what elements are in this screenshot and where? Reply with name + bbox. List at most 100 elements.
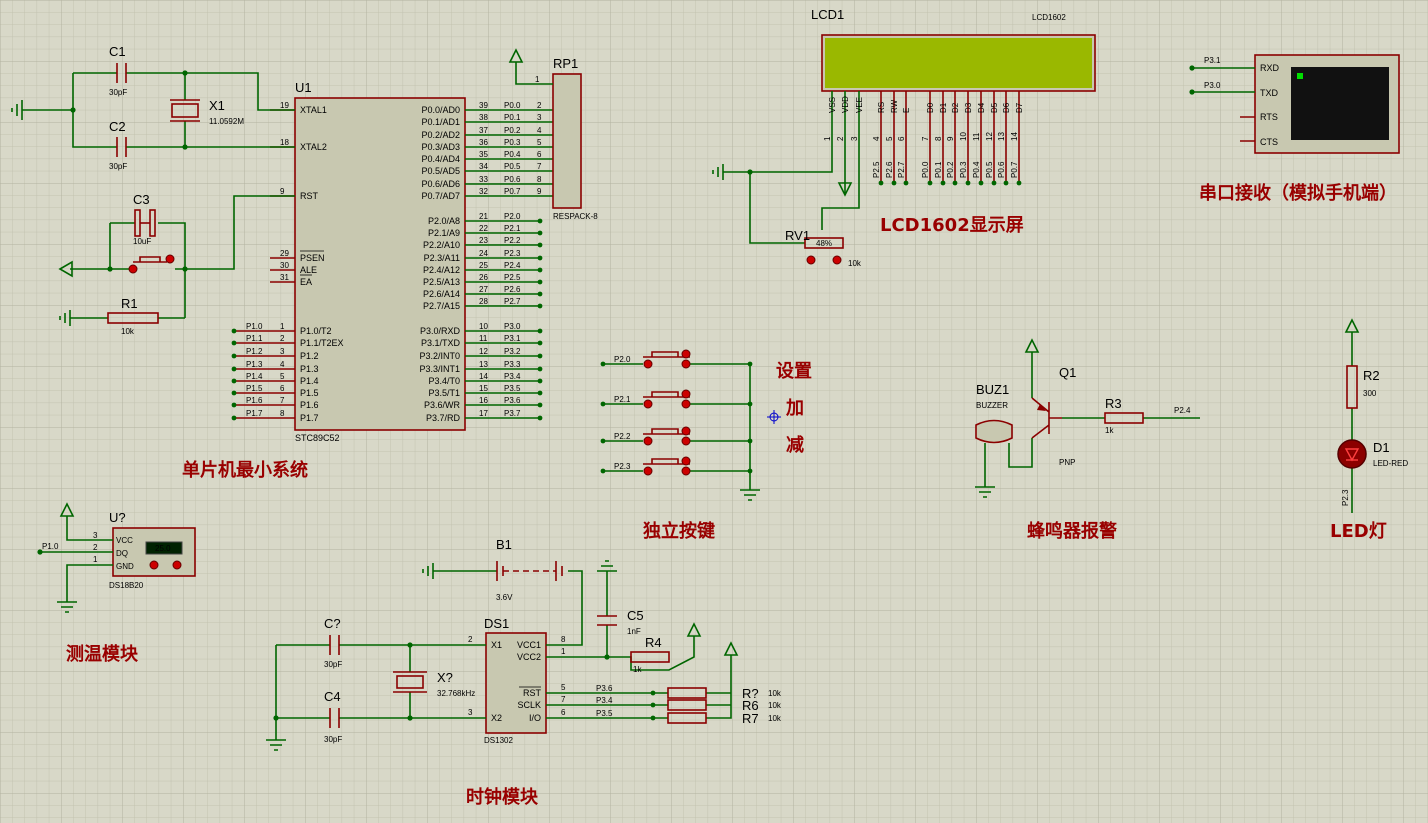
junction (747, 361, 753, 367)
u1-net-label: P1.1 (246, 334, 263, 343)
u1-pin-name: P2.7/A15 (423, 301, 460, 311)
lcd-net-label: P2.5 (872, 161, 881, 178)
ds1-ref: DS1 (484, 616, 509, 631)
d1-ref: D1 (1373, 440, 1390, 455)
c3-ref: C3 (133, 192, 150, 207)
junction (537, 378, 543, 384)
u1-pin-name: P3.5/T1 (428, 388, 460, 398)
u1-net-label: P2.7 (504, 297, 521, 306)
u1-pin-num: 24 (479, 249, 488, 258)
u1-pin-name: PSEN (300, 253, 325, 263)
lcd-pin-num: 6 (897, 136, 906, 141)
u1-pin-name: P1.4 (300, 376, 319, 386)
junction (650, 702, 656, 708)
junction (537, 303, 543, 309)
buzzer-symbol[interactable] (975, 419, 1013, 444)
r3-net: P2.4 (1174, 406, 1191, 415)
key-terminal (681, 426, 691, 436)
cq-symbol[interactable] (329, 635, 340, 655)
u1-pin-name: P2.0/A8 (428, 216, 460, 226)
ds1-net-label: P3.5 (596, 709, 613, 718)
ds1-pin-name: VCC1 (517, 640, 541, 650)
junction (600, 468, 606, 474)
r4-symbol[interactable] (630, 651, 670, 663)
junction (978, 180, 984, 186)
xq-crystal[interactable] (396, 675, 424, 689)
key-button-3[interactable] (643, 428, 690, 435)
ds1-pin-num: 5 (561, 683, 566, 692)
u1-pin-name: RST (300, 191, 319, 201)
d1-led[interactable] (1337, 439, 1367, 469)
ds1-pin-name: X1 (491, 640, 502, 650)
pullup-resistor-3[interactable] (667, 712, 707, 724)
r1-symbol[interactable] (107, 312, 159, 324)
r1-value: 10k (121, 327, 135, 336)
u1-net-label: P0.1 (504, 113, 521, 122)
c4-symbol[interactable] (329, 708, 340, 728)
u1-pin-num: 25 (479, 261, 488, 270)
c5-symbol[interactable] (597, 615, 617, 626)
pullup-ref: R7 (742, 711, 759, 726)
xq-ref: X? (437, 670, 453, 685)
led-section: R2 300 D1 LED-RED P2.3 LED灯 (1330, 318, 1408, 542)
pullup-resistor-2[interactable] (667, 699, 707, 711)
ds1302-chip[interactable] (485, 632, 547, 734)
q1-ref: Q1 (1059, 365, 1076, 380)
terminal-net-txd: P3.0 (1204, 81, 1221, 90)
u1-pin-num: 18 (280, 138, 289, 147)
section-label-clock: 时钟模块 (466, 786, 539, 808)
d1-part: LED-RED (1373, 459, 1408, 468)
key-button-1[interactable] (643, 351, 690, 358)
u1-net-label: P3.0 (504, 322, 521, 331)
u1-pin-num: 27 (479, 285, 488, 294)
key-button-2[interactable] (643, 391, 690, 398)
u1-net-label: P0.4 (504, 150, 521, 159)
u1-pin-num: 23 (479, 236, 488, 245)
u1-pin-num: 34 (479, 162, 488, 171)
u1-net-label: P3.1 (504, 334, 521, 343)
u1-pin-num: 21 (479, 212, 488, 221)
u1-pin-num: 30 (280, 261, 289, 270)
r2-symbol[interactable] (1346, 365, 1358, 409)
lcd-pin-num: 2 (836, 136, 845, 141)
serial-section: P3.1 P3.0 RXD TXD RTS CTS 串口接收（模拟手机端） (1189, 54, 1400, 204)
rv1-value: 10k (848, 259, 862, 268)
key-terminal (681, 466, 691, 476)
c1-symbol[interactable] (116, 63, 127, 83)
lcd-net-label: P0.6 (997, 161, 1006, 178)
u1-pin-name: P1.0/T2 (300, 326, 332, 336)
ds18b20-pin-gnd: GND (116, 562, 134, 571)
b1-value: 3.6V (496, 593, 513, 602)
x1-symbol[interactable] (171, 103, 199, 118)
rp1-resistor-pack[interactable] (552, 73, 582, 209)
reset-button[interactable] (133, 256, 167, 263)
r2-ref: R2 (1363, 368, 1380, 383)
c2-symbol[interactable] (116, 137, 127, 157)
rp1-pin-num: 6 (537, 150, 542, 159)
lcd-pin-name: D6 (1002, 102, 1011, 113)
junction (537, 353, 543, 359)
lcd-net-label: P0.1 (934, 161, 943, 178)
pullup-resistor-1[interactable] (667, 687, 707, 699)
ds18b20-net: P1.0 (42, 542, 59, 551)
u1-pin-num: 19 (280, 101, 289, 110)
u1-pin-num: 36 (479, 138, 488, 147)
r3-symbol[interactable] (1104, 412, 1144, 424)
ds1-pin-num: 7 (561, 695, 566, 704)
junction (231, 340, 237, 346)
u1-pin-name: P3.7/RD (426, 413, 461, 423)
key-label-sub: 减 (786, 434, 804, 456)
junction (878, 180, 884, 186)
buzzer-part: BUZZER (976, 401, 1008, 410)
lcd-pin-name: D5 (990, 102, 999, 113)
key-button-4[interactable] (643, 458, 690, 465)
u1-chip[interactable] (294, 97, 466, 431)
u1-net-label: P3.6 (504, 396, 521, 405)
lcd-pin-name: VSS (828, 97, 837, 113)
rv1-potentiometer[interactable] (804, 237, 844, 249)
ds1-pin-num: 3 (468, 708, 473, 717)
u1-pin-name: P2.4/A12 (423, 265, 460, 275)
terminal-pin-txd: TXD (1260, 88, 1279, 98)
